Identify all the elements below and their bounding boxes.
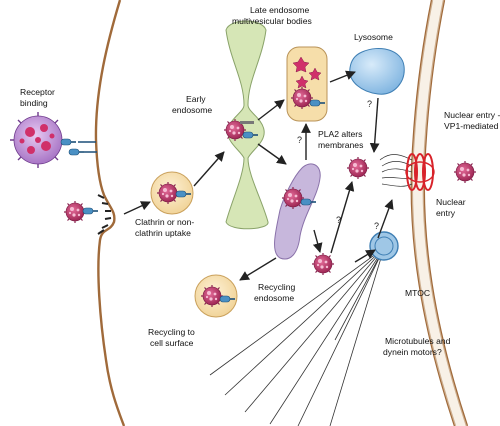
svg-text:Late endosome: Late endosome xyxy=(250,5,309,15)
nuclear-virion xyxy=(453,160,477,184)
clathrin-vesicle xyxy=(150,171,194,215)
nuclear-pore xyxy=(379,153,435,191)
svg-text:entry: entry xyxy=(436,208,456,218)
clathrin-coat xyxy=(97,194,112,235)
svg-text:Nuclear: Nuclear xyxy=(436,197,466,207)
label-pla2: PLA2 alters membranes xyxy=(318,129,363,150)
label-microtubules: Microtubules and dynein motors? xyxy=(383,336,451,357)
label-recycling-endosome: Recycling endosome xyxy=(254,282,295,303)
label-recycling-surface: Recycling to cell surface xyxy=(148,327,195,348)
question-mark-1: ? xyxy=(297,135,302,145)
question-mark-2: ? xyxy=(367,99,372,109)
plasma-membrane xyxy=(94,0,126,426)
svg-text:endosome: endosome xyxy=(172,105,212,115)
svg-text:Microtubules and: Microtubules and xyxy=(385,336,451,346)
svg-text:PLA2 alters: PLA2 alters xyxy=(318,129,362,139)
label-late-endosome: Late endosome multivesicular bodies xyxy=(232,5,312,26)
microtubules xyxy=(209,247,385,426)
late-endosome xyxy=(286,46,328,122)
virus-at-pit xyxy=(63,200,99,224)
svg-text:multivesicular bodies: multivesicular bodies xyxy=(232,16,312,26)
label-receptor-binding: Receptor binding xyxy=(20,87,55,108)
svg-text:Nuclear entry -: Nuclear entry - xyxy=(444,110,500,120)
recycling-vesicle xyxy=(194,274,238,318)
label-clathrin: Clathrin or non- clathrin uptake xyxy=(135,217,194,238)
svg-text:Early: Early xyxy=(186,94,206,104)
svg-text:Receptor: Receptor xyxy=(20,87,55,97)
svg-text:endosome: endosome xyxy=(254,293,294,303)
label-early-endosome: Early endosome xyxy=(172,94,212,115)
early-endosome-virus xyxy=(223,118,259,142)
lysosome xyxy=(349,48,405,95)
arrows xyxy=(123,70,394,281)
large-virion xyxy=(10,112,66,168)
label-lysosome: Lysosome xyxy=(354,32,393,42)
question-mark-4: ? xyxy=(374,221,379,231)
label-nuclear-entry: Nuclear entry xyxy=(436,197,466,218)
svg-text:binding: binding xyxy=(20,98,48,108)
svg-text:dynein motors?: dynein motors? xyxy=(383,347,442,357)
svg-text:Recycling to: Recycling to xyxy=(148,327,195,337)
receptor-pair xyxy=(60,138,97,156)
svg-text:membranes: membranes xyxy=(318,140,363,150)
label-nuclear-entry-vp1: Nuclear entry - VP1-mediated xyxy=(444,110,500,131)
svg-text:cell surface: cell surface xyxy=(150,338,194,348)
svg-text:Clathrin or non-: Clathrin or non- xyxy=(135,217,194,227)
question-mark-3: ? xyxy=(336,215,341,225)
mtoc xyxy=(369,231,399,261)
free-virion-mid xyxy=(311,252,335,276)
svg-text:clathrin uptake: clathrin uptake xyxy=(135,228,191,238)
free-virion-near-nucleus xyxy=(346,156,370,180)
recycling-endosome xyxy=(274,163,321,260)
svg-text:VP1-mediated: VP1-mediated xyxy=(444,121,499,131)
label-mtoc: MTOC xyxy=(405,288,430,298)
early-endosome xyxy=(225,20,269,230)
svg-text:Recycling: Recycling xyxy=(258,282,295,292)
